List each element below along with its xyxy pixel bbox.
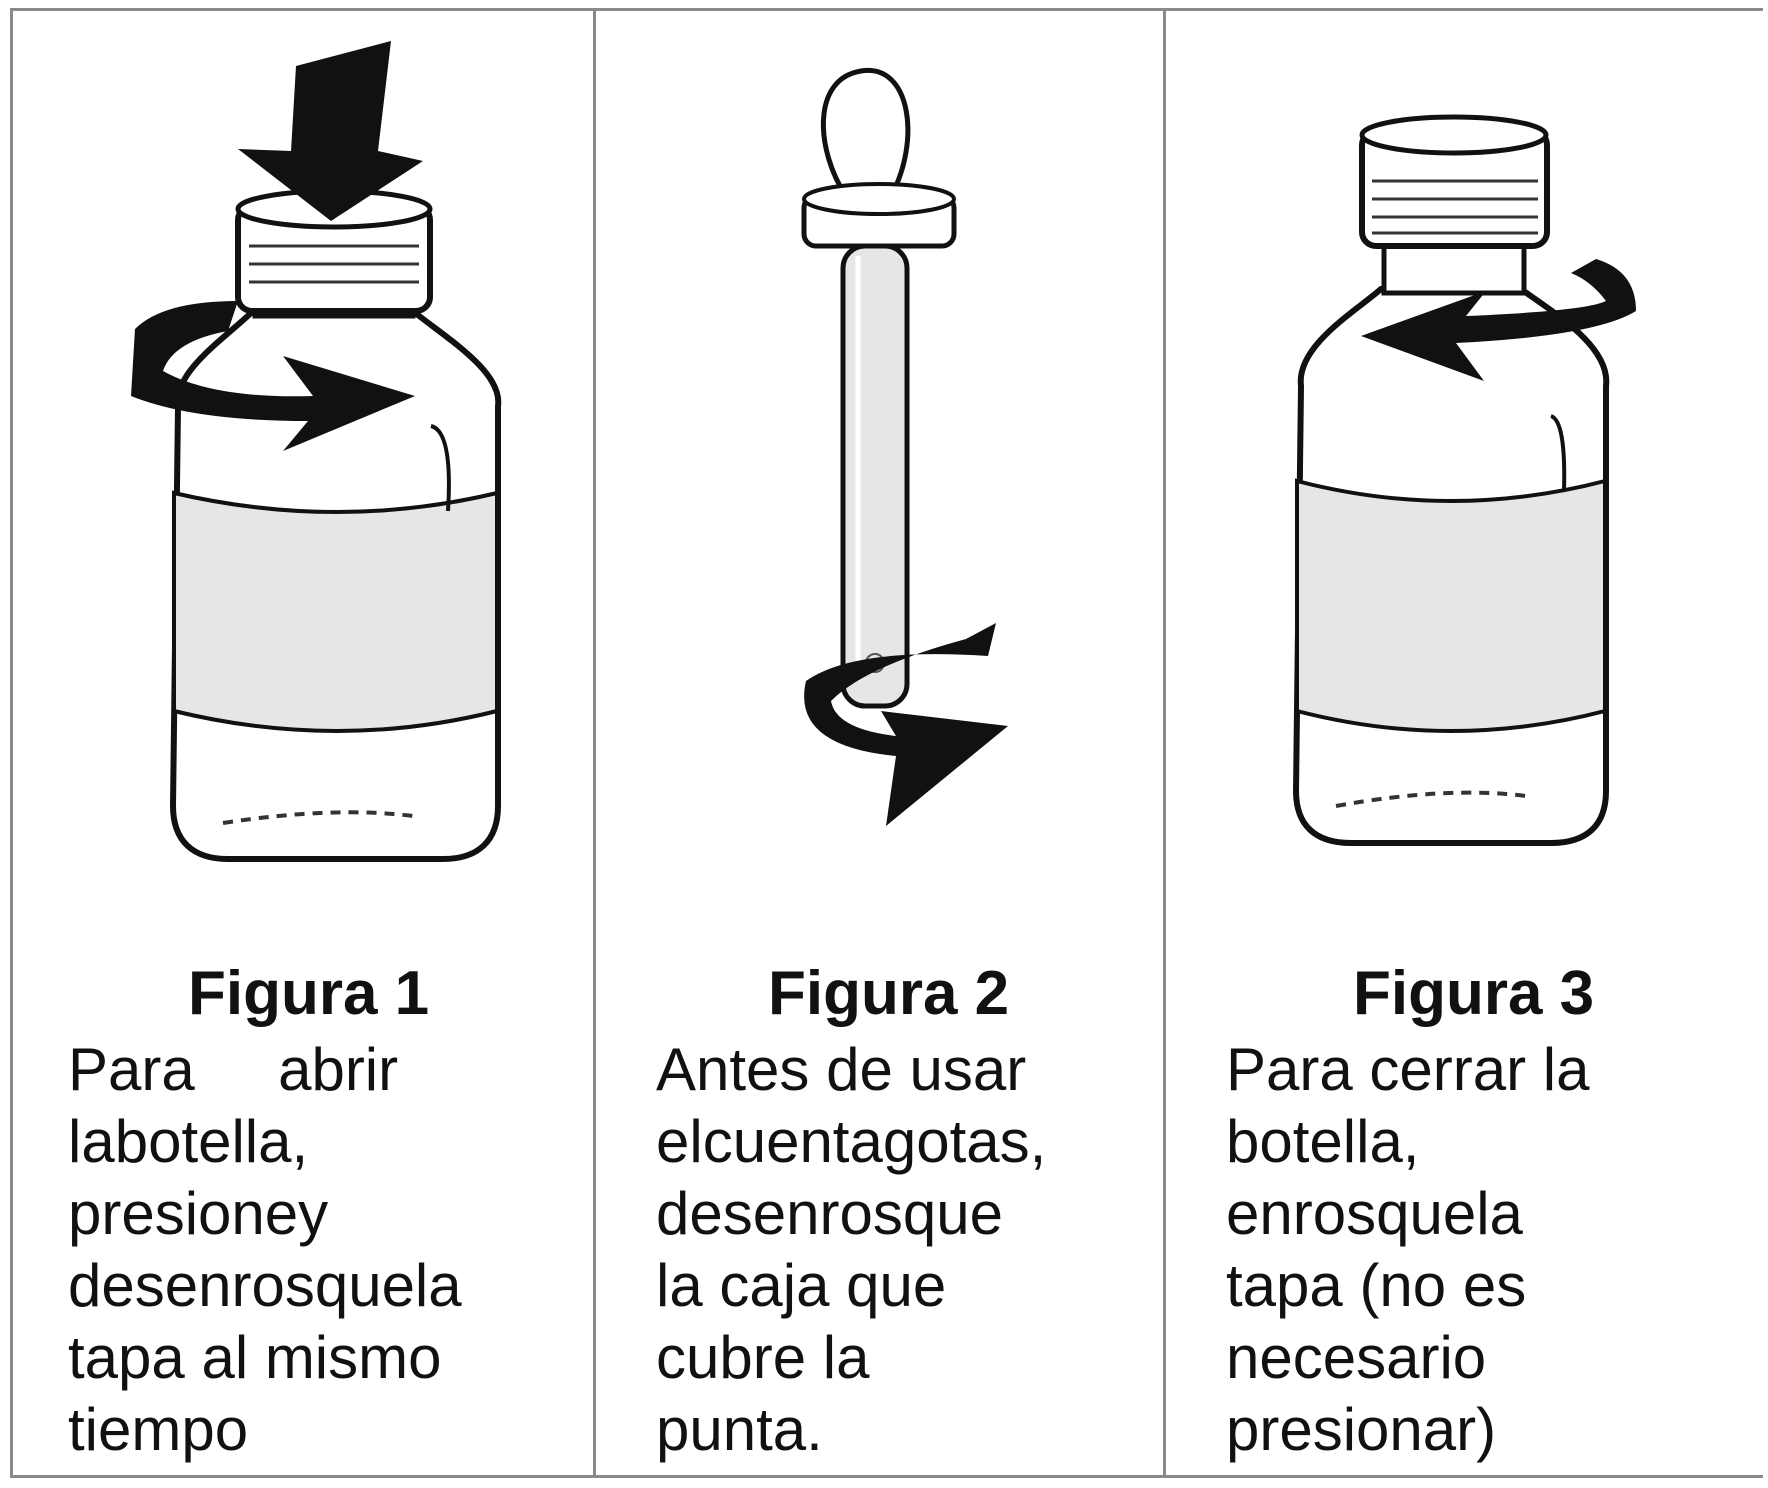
figure-2-panel: Figura 2 Antes de usar elcuentagotas, de… (596, 11, 1166, 1475)
figure-3-description: Para cerrar la botella, enrosquela tapa … (1226, 1036, 1590, 1463)
bottle-label (1295, 478, 1607, 733)
bottle-close-illustration (1292, 114, 1636, 846)
bottle-label (172, 490, 499, 733)
figure-3-title: Figura 3 (1353, 959, 1595, 1028)
figure-1-description: Para abrir labotella, presioney desenros… (68, 1036, 462, 1463)
dropper-bulb (821, 68, 911, 199)
twist-left-arrow (1361, 259, 1636, 381)
push-down-arrow (238, 41, 423, 221)
dropper-illustration (801, 68, 1008, 826)
unscrew-arrow (804, 623, 1008, 826)
figure-2-description: Antes de usar elcuentagotas, desenrosque… (656, 1036, 1047, 1463)
dropper-tube (840, 243, 910, 709)
twist-right-arrow (131, 301, 415, 451)
instructions-table: Figura 1 Para abrir labotella, presioney… (10, 8, 1763, 1478)
figure-2-title: Figura 2 (768, 959, 1010, 1028)
figure-3-panel: Figura 3 Para cerrar la botella, enrosqu… (1166, 11, 1763, 1475)
figure-1-panel: Figura 1 Para abrir labotella, presioney… (13, 11, 596, 1475)
bottle-open-illustration (131, 41, 502, 862)
figure-1-title: Figura 1 (188, 959, 430, 1028)
